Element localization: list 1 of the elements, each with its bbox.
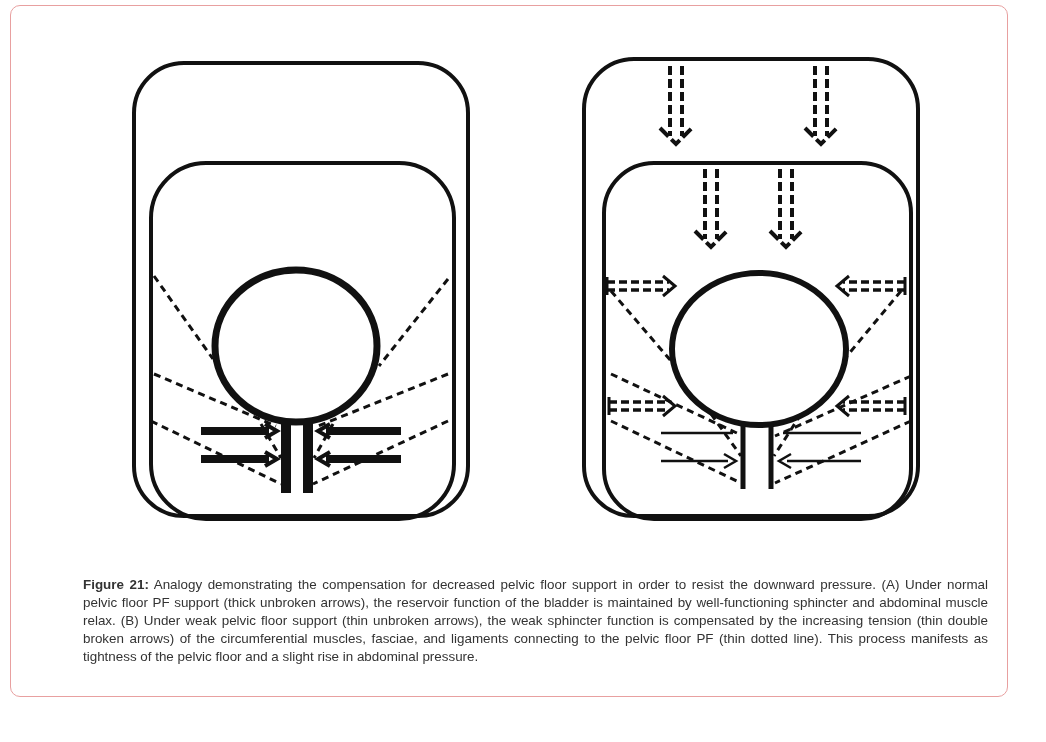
figure-caption: Figure 21: Analogy demonstrating the compensation for decreased pelvic floor support in order to resist the downward pressure. (A) Under normal pelvic floor PF support (thick unbroken arrows), the reservoir function of the bladder is maintained by well-functioning sphincter and abdominal muscle relax. (B) Under weak pelvic floor support (thin unbroken arrows), the weak sphincter function is compensated by the increasing tension (thin double broken arrows) of the circumferential muscles, fasciae, and ligaments connecting to the pelvic floor PF (thin dotted line). This process manifests as tightness of the pelvic floor and a slight rise in abdominal pressure. bbox=[83, 576, 988, 666]
